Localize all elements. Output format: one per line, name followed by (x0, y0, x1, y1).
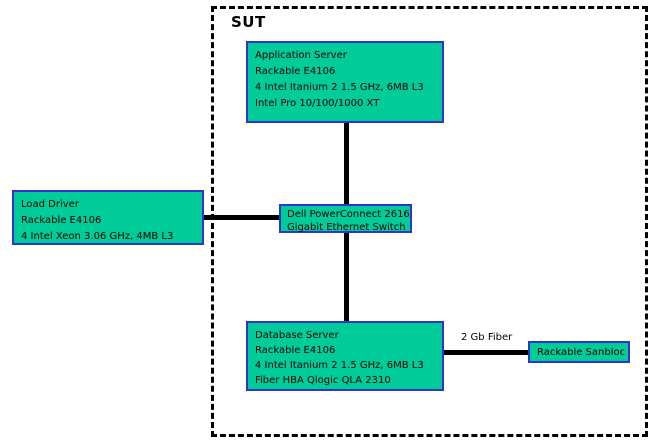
link-label-fiber: 2 Gb Fiber (461, 332, 513, 343)
link-app-server-to-switch (344, 121, 349, 206)
node-line: Rackable E4106 (255, 345, 336, 356)
node-line: Rackable E4106 (21, 215, 102, 226)
node-application-server[interactable]: Application Server Rackable E4106 4 Inte… (246, 41, 444, 123)
node-database-server[interactable]: Database Server Rackable E4106 4 Intel I… (246, 321, 444, 391)
sut-boundary (211, 6, 648, 437)
node-line: 4 Intel Itanium 2 1.5 GHz, 6MB L3 (255, 360, 424, 371)
node-line: Application Server (255, 50, 347, 61)
link-load-driver-to-switch (202, 215, 281, 220)
node-line: Gigabit Ethernet Switch (287, 222, 406, 233)
node-storage-array[interactable]: Rackable Sanbloc (528, 341, 630, 363)
link-switch-to-database-server (344, 231, 349, 323)
node-line: Fiber HBA Qlogic QLA 2310 (255, 375, 391, 386)
node-line: 4 Intel Itanium 2 1.5 GHz, 6MB L3 (255, 82, 424, 93)
node-load-driver[interactable]: Load Driver Rackable E4106 4 Intel Xeon … (12, 190, 204, 245)
node-line: Load Driver (21, 199, 79, 210)
node-line: Rackable Sanbloc (537, 347, 626, 358)
node-gigabit-ethernet-switch[interactable]: Dell PowerConnect 2616 Gigabit Ethernet … (279, 204, 412, 233)
link-database-server-to-sanbloc (442, 350, 530, 355)
node-line: Rackable E4106 (255, 66, 336, 77)
node-line: 4 Intel Xeon 3.06 GHz, 4MB L3 (21, 231, 174, 242)
node-line: Dell PowerConnect 2616 (287, 209, 410, 220)
node-line: Database Server (255, 330, 339, 341)
sut-label: SUT (231, 13, 266, 31)
node-line: Intel Pro 10/100/1000 XT (255, 98, 380, 109)
